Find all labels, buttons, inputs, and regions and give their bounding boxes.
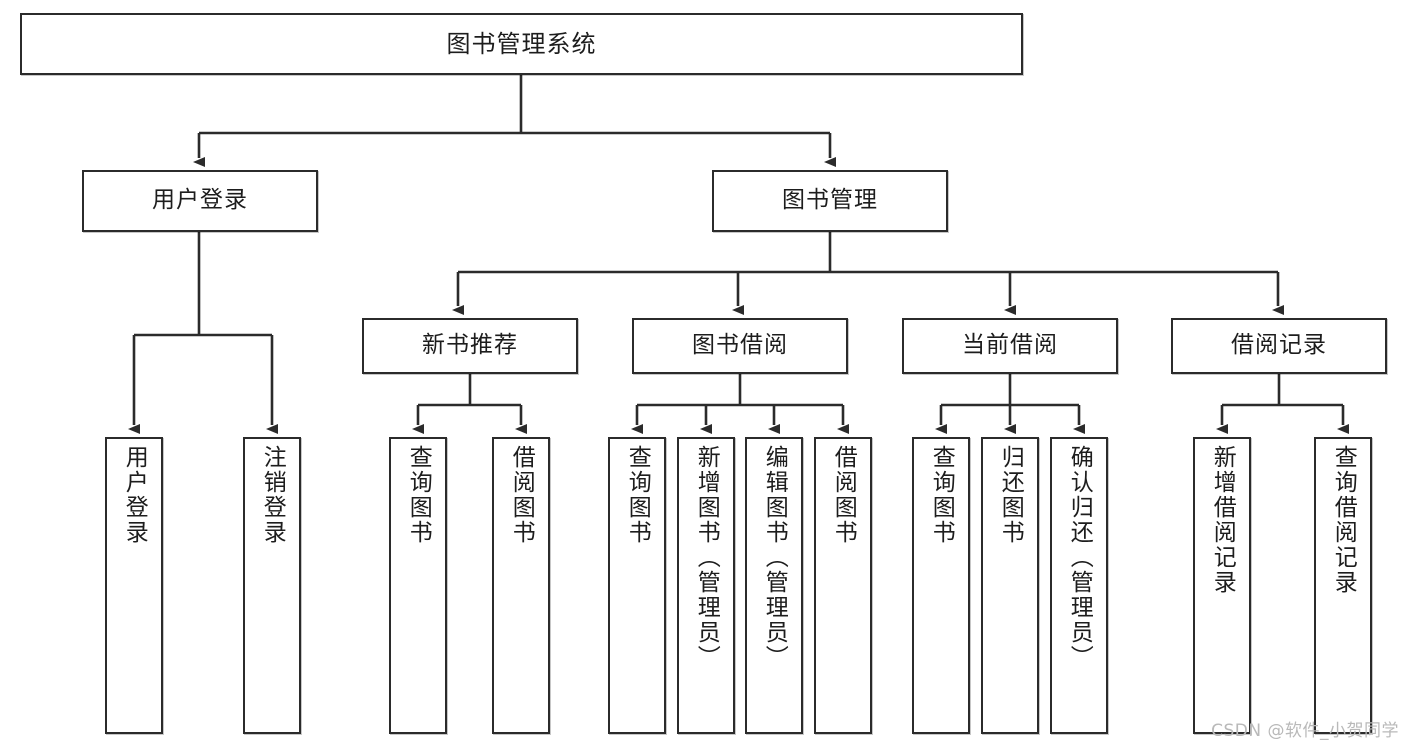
- node-leaf-add-record[interactable]: 新增借阅记录: [1193, 437, 1251, 734]
- node-leaf-query-book-2[interactable]: 查询图书: [608, 437, 666, 734]
- node-leaf-query-book-3[interactable]: 查询图书: [912, 437, 970, 734]
- node-root-system[interactable]: 图书管理系统: [20, 13, 1023, 75]
- node-label: 查询图书: [928, 445, 955, 545]
- node-leaf-add-book[interactable]: 新增图书（管理员）: [677, 437, 735, 734]
- node-label: 当前借阅: [962, 332, 1058, 359]
- node-book-borrow[interactable]: 图书借阅: [632, 318, 848, 374]
- node-label: 图书借阅: [692, 332, 788, 359]
- node-label: 用户登录: [121, 445, 148, 545]
- node-current-borrow[interactable]: 当前借阅: [902, 318, 1118, 374]
- node-label: 注销登录: [259, 445, 286, 545]
- node-leaf-return-book[interactable]: 归还图书: [981, 437, 1039, 734]
- node-label: 用户登录: [152, 187, 248, 214]
- node-new-book-recommend[interactable]: 新书推荐: [362, 318, 578, 374]
- node-label: 借阅记录: [1231, 332, 1327, 359]
- node-label: 查询借阅记录: [1330, 445, 1357, 595]
- node-label: 编辑图书（管理员）: [761, 445, 788, 670]
- node-leaf-edit-book[interactable]: 编辑图书（管理员）: [745, 437, 803, 734]
- node-label: 新增图书（管理员）: [693, 445, 720, 670]
- node-borrow-record[interactable]: 借阅记录: [1171, 318, 1387, 374]
- node-label: 查询图书: [624, 445, 651, 545]
- node-leaf-confirm-return[interactable]: 确认归还（管理员）: [1050, 437, 1108, 734]
- node-leaf-user-login[interactable]: 用户登录: [105, 437, 163, 734]
- node-label: 图书管理系统: [446, 29, 597, 58]
- node-leaf-query-record[interactable]: 查询借阅记录: [1314, 437, 1372, 734]
- csdn-watermark: CSDN @软件_小贺同学: [1211, 721, 1399, 741]
- node-label: 新增借阅记录: [1209, 445, 1236, 595]
- node-user-login[interactable]: 用户登录: [82, 170, 318, 232]
- node-book-manage[interactable]: 图书管理: [712, 170, 948, 232]
- node-label: 归还图书: [997, 445, 1024, 545]
- node-label: 图书管理: [782, 187, 878, 214]
- node-label: 借阅图书: [830, 445, 857, 545]
- node-leaf-borrow-book-1[interactable]: 借阅图书: [492, 437, 550, 734]
- node-label: 新书推荐: [422, 332, 518, 359]
- node-label: 确认归还（管理员）: [1066, 445, 1093, 670]
- node-label: 借阅图书: [508, 445, 535, 545]
- node-leaf-logout[interactable]: 注销登录: [243, 437, 301, 734]
- node-leaf-query-book-1[interactable]: 查询图书: [389, 437, 447, 734]
- node-leaf-borrow-book-2[interactable]: 借阅图书: [814, 437, 872, 734]
- node-label: 查询图书: [405, 445, 432, 545]
